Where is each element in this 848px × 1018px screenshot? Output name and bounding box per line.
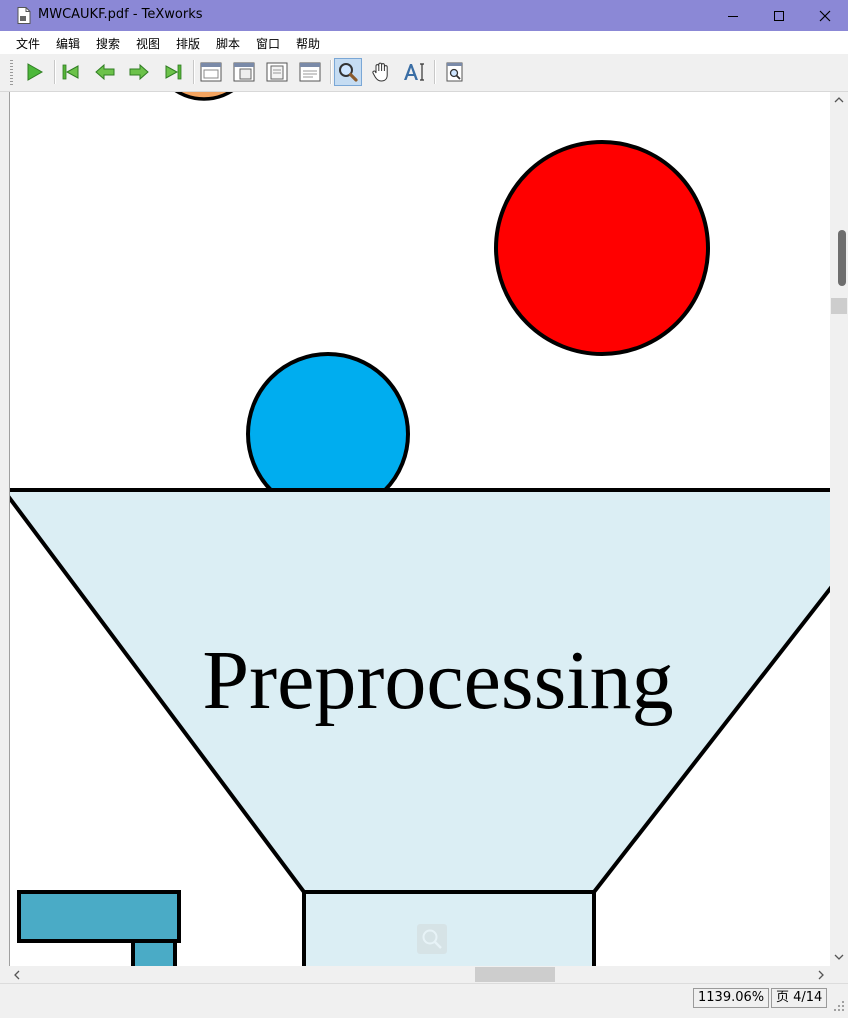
hand-tool-button[interactable] — [367, 58, 395, 86]
menu-window[interactable]: 窗口 — [256, 37, 281, 51]
status-bar: 1139.06% 页 4/14 — [0, 983, 848, 1018]
menu-file[interactable]: 文件 — [16, 37, 41, 51]
page-indicator[interactable]: 页 4/14 — [771, 988, 828, 1008]
teal-block — [17, 890, 181, 943]
pdf-page-content: Preprocessing — [10, 92, 830, 966]
maximize-button[interactable] — [756, 0, 802, 31]
horizontal-scrollbar[interactable] — [10, 966, 830, 983]
minimize-button[interactable] — [710, 0, 756, 31]
scroll-left-icon[interactable] — [13, 970, 21, 980]
actual-size-icon — [200, 62, 222, 82]
typeset-button[interactable] — [20, 58, 48, 86]
close-button[interactable] — [802, 0, 848, 31]
scroll-up-icon[interactable] — [834, 96, 844, 104]
resize-grip-icon[interactable] — [833, 1000, 845, 1012]
minimize-icon — [728, 15, 738, 17]
fit-window-icon — [299, 62, 321, 82]
fit-width-icon — [233, 62, 255, 82]
vertical-scrollbar[interactable] — [830, 92, 848, 966]
scroll-right-icon[interactable] — [817, 970, 825, 980]
red-circle — [494, 140, 710, 356]
last-page-button[interactable] — [159, 58, 187, 86]
actual-size-button[interactable] — [197, 58, 225, 86]
play-typeset-icon — [27, 63, 44, 81]
left-panel-edge — [0, 92, 10, 966]
first-page-icon — [62, 64, 79, 80]
close-icon — [819, 10, 831, 21]
first-page-button[interactable] — [57, 58, 85, 86]
fit-window-button[interactable] — [296, 58, 324, 86]
window-title: MWCAUKF.pdf - TeXworks — [38, 7, 203, 22]
fit-page-icon — [266, 62, 288, 82]
outer-scroll-indicator[interactable] — [838, 230, 846, 286]
menu-edit[interactable]: 编辑 — [56, 37, 81, 51]
fit-width-button[interactable] — [230, 58, 258, 86]
last-page-icon — [165, 64, 182, 80]
preprocessing-funnel — [10, 490, 830, 892]
menu-scripts[interactable]: 脚本 — [216, 37, 241, 51]
menu-typeset[interactable]: 排版 — [176, 37, 201, 51]
menu-view[interactable]: 视图 — [136, 37, 161, 51]
vertical-scroll-thumb[interactable] — [831, 298, 847, 314]
text-select-tool-button[interactable] — [400, 58, 428, 86]
next-page-button[interactable] — [125, 58, 153, 86]
horizontal-scroll-thumb[interactable] — [475, 967, 555, 982]
funnel-neck — [302, 890, 596, 966]
preprocessing-label: Preprocessing — [202, 634, 673, 727]
scroll-down-icon[interactable] — [834, 953, 844, 961]
hand-scroll-tool-icon — [372, 62, 388, 82]
orange-circle — [174, 92, 234, 101]
find-in-pdf-icon — [446, 62, 463, 82]
menu-bar: 文件 编辑 搜索 视图 排版 脚本 窗口 帮助 — [0, 31, 848, 55]
pdf-viewport[interactable]: Preprocessing — [10, 92, 830, 966]
previous-page-button[interactable] — [91, 58, 119, 86]
menu-help[interactable]: 帮助 — [296, 37, 321, 51]
find-button[interactable] — [441, 58, 469, 86]
toolbar-grip[interactable] — [10, 60, 13, 85]
toolbar — [0, 54, 848, 92]
previous-page-icon — [95, 63, 115, 81]
magnifier-tool-icon — [339, 63, 358, 82]
magnifier-tool-button[interactable] — [334, 58, 362, 86]
menu-search[interactable]: 搜索 — [96, 37, 121, 51]
fit-page-button[interactable] — [263, 58, 291, 86]
title-bar: MWCAUKF.pdf - TeXworks — [0, 0, 848, 31]
text-select-tool-icon — [404, 63, 424, 81]
maximize-icon — [774, 10, 784, 21]
pdf-document-icon — [17, 7, 31, 24]
zoom-overlay-icon — [417, 924, 447, 954]
next-page-icon — [129, 63, 149, 81]
teal-block-stem — [131, 939, 177, 966]
zoom-level[interactable]: 1139.06% — [693, 988, 770, 1008]
